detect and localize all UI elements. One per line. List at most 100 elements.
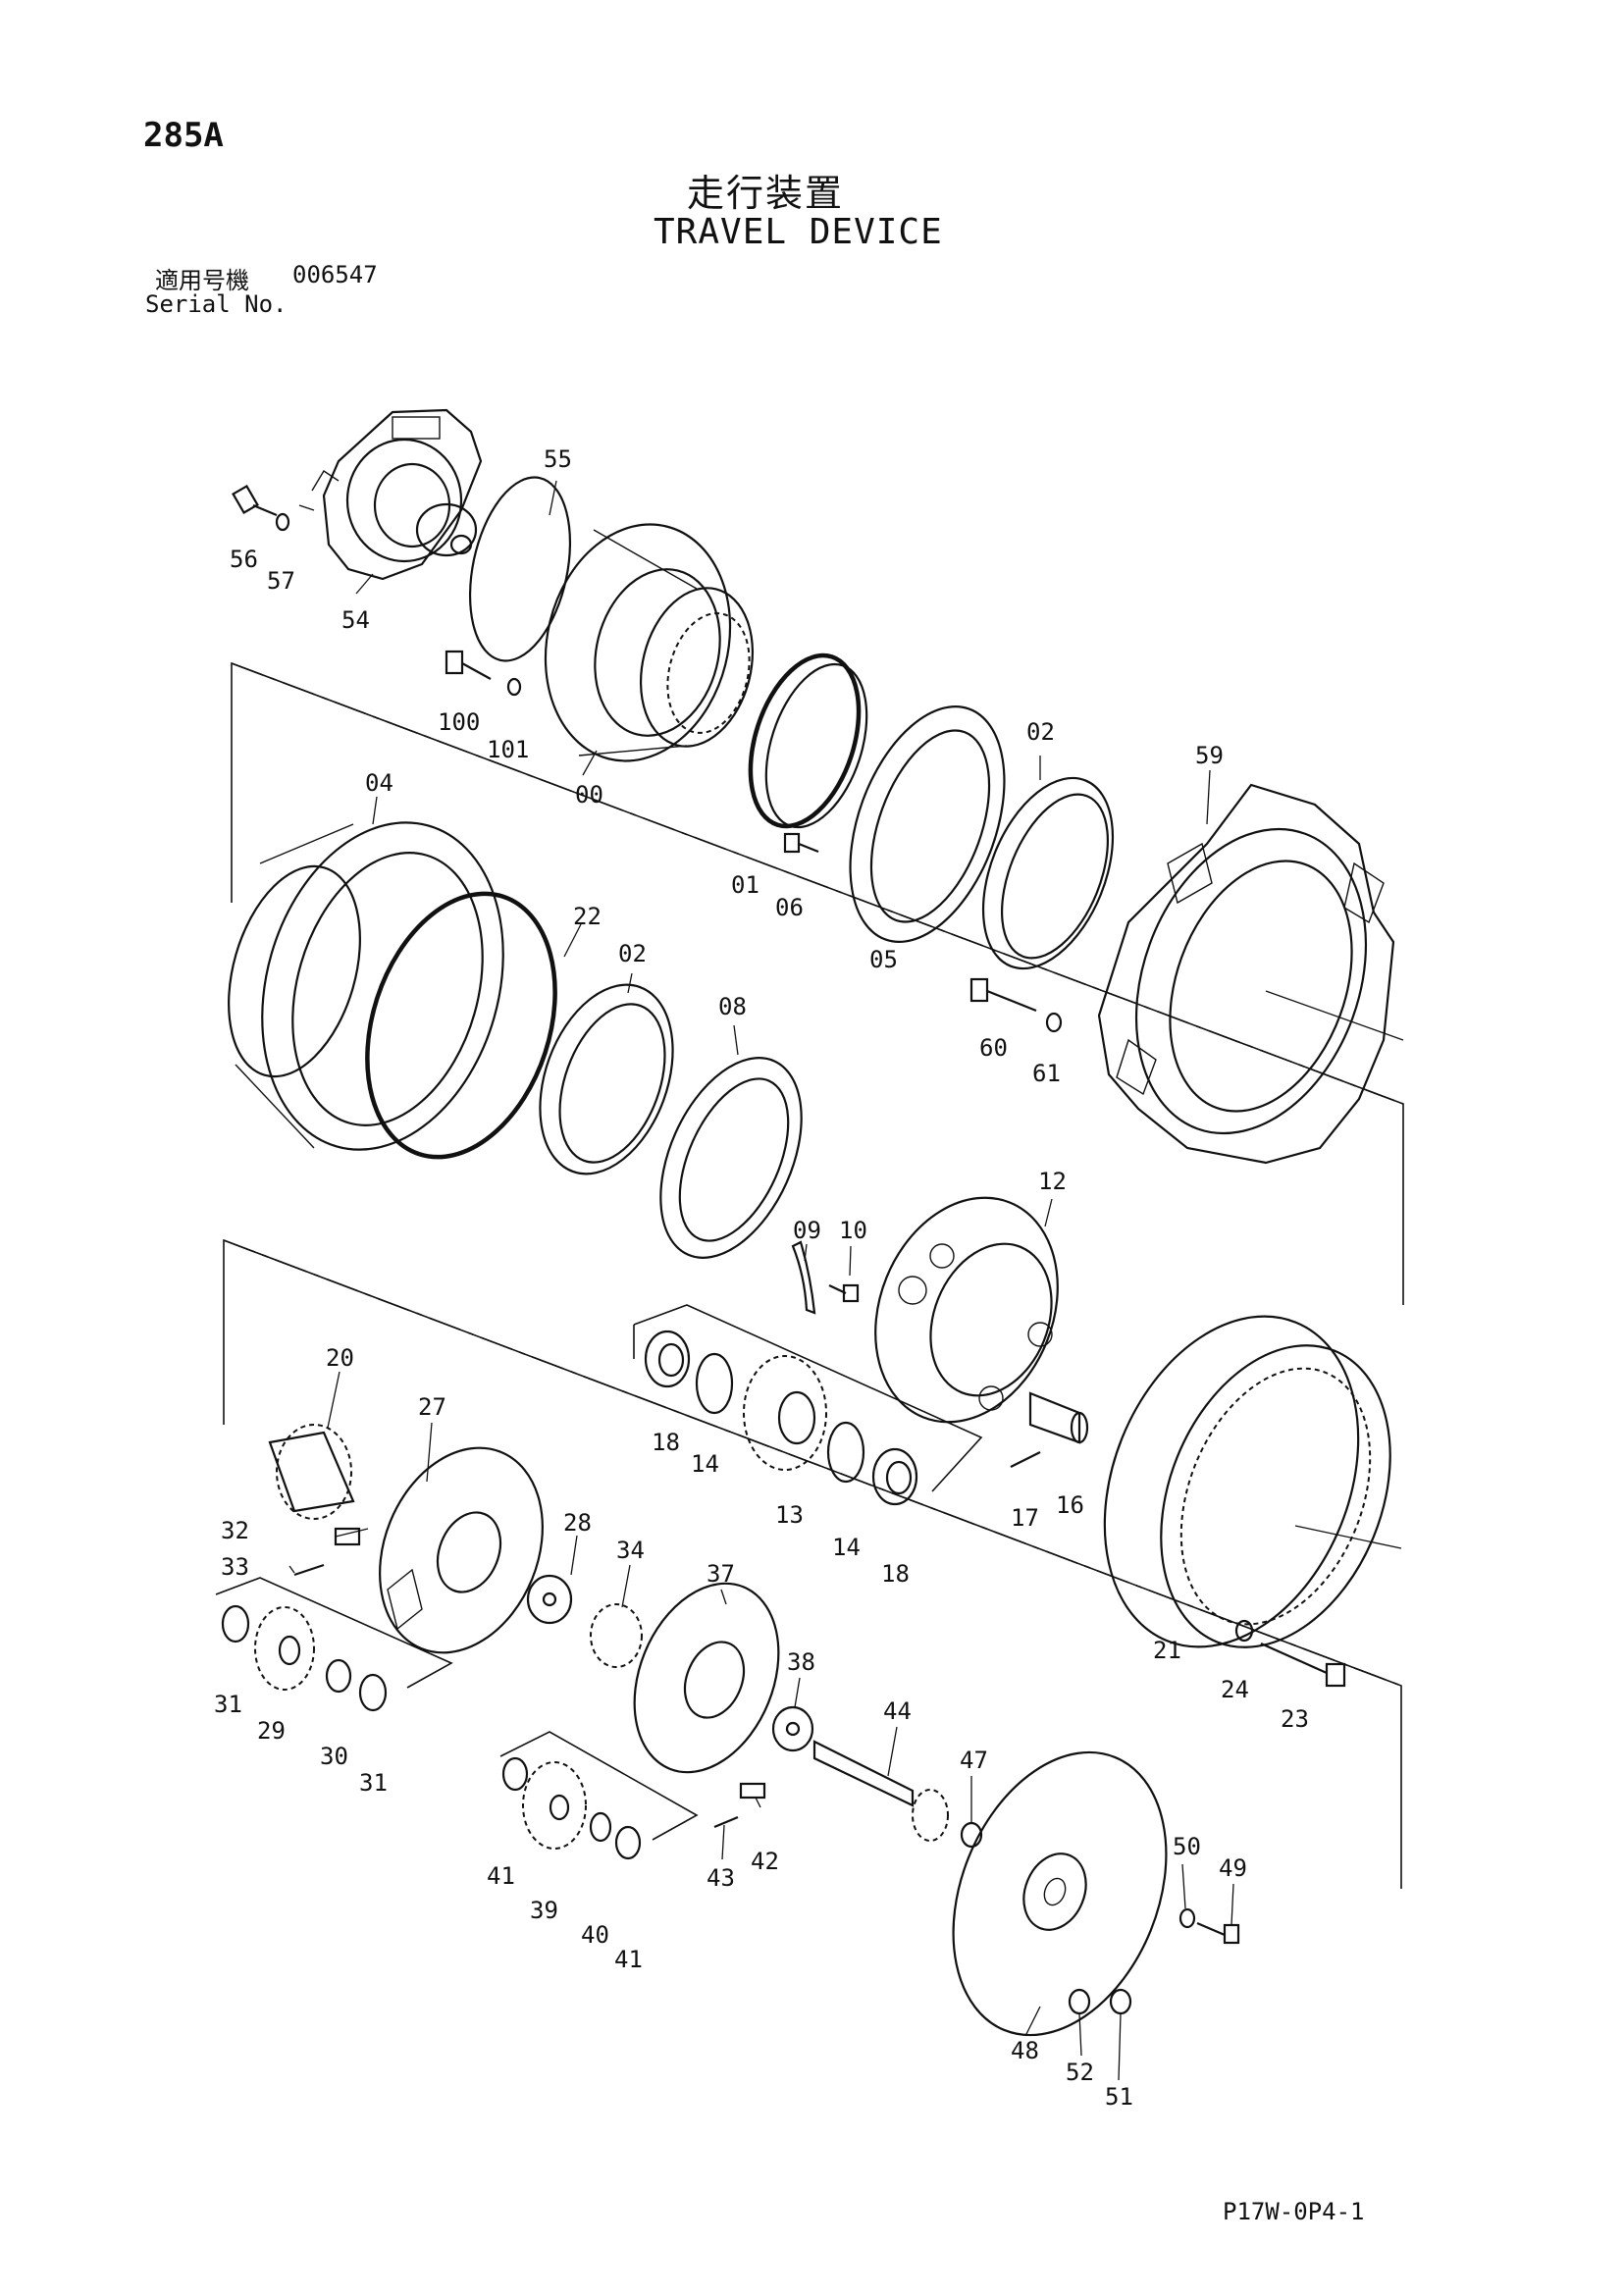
part-label: 100 — [438, 708, 480, 736]
bolt-part-56 — [232, 484, 278, 517]
part-label: 30 — [320, 1743, 348, 1770]
part-label: 18 — [652, 1429, 680, 1456]
page-title-english: TRAVEL DEVICE — [654, 212, 943, 252]
lock-plate-part-09 — [791, 1240, 816, 1315]
carrier-part-37 — [633, 1582, 780, 1774]
o-ring-part-22 — [365, 891, 557, 1160]
part-label: 34 — [616, 1537, 645, 1564]
spring-pin-part-33 — [293, 1563, 325, 1577]
snap-ring-part-14-left — [695, 1352, 734, 1415]
part-label: 55 — [544, 445, 572, 473]
planetary-gear-part-13 — [743, 1355, 827, 1471]
serial-label-english: Serial No. — [145, 290, 288, 318]
thrust-washer-part-28 — [526, 1574, 573, 1625]
input-shaft-part-44 — [812, 1740, 949, 1842]
carrier-part-12 — [874, 1196, 1059, 1424]
part-label: 21 — [1153, 1637, 1181, 1664]
part-label: 57 — [267, 567, 295, 595]
part-label: 41 — [487, 1862, 515, 1890]
part-label: 02 — [618, 940, 647, 967]
travel-motor-part-54 — [298, 408, 483, 581]
part-label: 60 — [979, 1034, 1008, 1062]
part-label: 22 — [573, 903, 602, 930]
part-callouts: 00 01 02 02 04 05 06 08 09 10 12 13 14 1… — [214, 445, 1309, 2111]
leader-lines — [288, 480, 1234, 2081]
spring-pin-part-43 — [713, 1815, 739, 1829]
page-title-japanese: 走行装置 — [687, 172, 845, 215]
part-label: 18 — [881, 1560, 910, 1588]
cover-part-48 — [952, 1750, 1168, 2037]
part-label: 17 — [1011, 1504, 1039, 1532]
ring-gear-part-21 — [1103, 1315, 1391, 1648]
o-ring-part-55 — [468, 476, 572, 662]
part-label: 27 — [418, 1393, 446, 1421]
part-label: 13 — [775, 1501, 804, 1529]
spindle-part-00 — [544, 523, 755, 762]
part-label: 51 — [1105, 2083, 1133, 2111]
planet-gear-part-39 — [522, 1761, 587, 1850]
washer-part-50 — [1178, 1907, 1196, 1929]
serial-label-japanese: 適用号機 — [155, 267, 249, 294]
carrier-part-27 — [379, 1446, 544, 1654]
page-number: 285A — [143, 116, 224, 155]
part-label: 59 — [1195, 742, 1224, 769]
part-label: 00 — [575, 781, 603, 809]
part-label: 16 — [1056, 1491, 1084, 1519]
part-label: 24 — [1221, 1676, 1249, 1703]
flange-part-05 — [849, 705, 1006, 943]
sun-gear-part-34 — [590, 1603, 643, 1668]
needle-bearing-part-30 — [325, 1658, 352, 1694]
bolt-part-06 — [783, 832, 819, 854]
part-label: 49 — [1219, 1854, 1247, 1882]
bolt-part-49 — [1196, 1921, 1240, 1945]
sprocket-part-59 — [1097, 783, 1395, 1165]
part-label: 28 — [563, 1509, 592, 1537]
washer-part-57 — [275, 512, 290, 532]
part-label: 48 — [1011, 2037, 1039, 2064]
thrust-washer-part-41-right — [614, 1825, 642, 1860]
housing-part-04 — [228, 821, 504, 1151]
bolt-part-23 — [1260, 1642, 1346, 1688]
part-label: 43 — [707, 1864, 735, 1892]
bolt-part-60 — [969, 977, 1037, 1013]
part-label: 31 — [214, 1691, 242, 1718]
part-label: 37 — [707, 1560, 735, 1588]
bolt-part-100 — [445, 650, 492, 680]
spring-pin-part-17 — [1010, 1451, 1041, 1468]
part-label: 12 — [1038, 1168, 1067, 1195]
part-label: 54 — [341, 606, 370, 634]
plug-part-51 — [1109, 1988, 1132, 2015]
washer-part-61 — [1045, 1012, 1063, 1033]
part-label: 41 — [614, 1946, 643, 1973]
planet-gear-39-group — [499, 1731, 699, 1841]
part-label: 42 — [751, 1848, 779, 1875]
part-label: 29 — [257, 1717, 286, 1745]
shaft-part-16 — [1028, 1391, 1089, 1444]
part-label: 50 — [1173, 1833, 1201, 1860]
part-label: 61 — [1032, 1060, 1061, 1087]
thrust-washer-part-31-left — [221, 1604, 250, 1644]
part-label: 14 — [691, 1450, 719, 1478]
bearing-part-18-right — [871, 1447, 918, 1506]
part-label: 31 — [359, 1769, 388, 1797]
part-label: 02 — [1026, 718, 1055, 746]
serial-number-value: 006547 — [292, 261, 378, 288]
part-label: 01 — [731, 871, 759, 899]
part-label: 23 — [1281, 1705, 1309, 1733]
washer-part-101 — [506, 677, 522, 697]
planetary-gear-set-group — [633, 1304, 983, 1492]
thrust-washer-part-31-right — [358, 1673, 388, 1712]
part-label: 52 — [1066, 2059, 1094, 2086]
part-label: 14 — [832, 1534, 861, 1561]
needle-bearing-part-40 — [589, 1811, 612, 1843]
document-code: P17W-0P4-1 — [1223, 2198, 1365, 2225]
plug-part-52 — [1068, 1988, 1091, 2015]
part-label: 39 — [530, 1897, 558, 1924]
sun-gear-part-20 — [268, 1424, 355, 1520]
bearing-part-18-left — [644, 1330, 691, 1388]
part-label: 20 — [326, 1344, 354, 1372]
part-label: 04 — [365, 769, 393, 797]
part-label: 05 — [869, 946, 898, 973]
bearing-part-02-lower — [539, 983, 674, 1175]
